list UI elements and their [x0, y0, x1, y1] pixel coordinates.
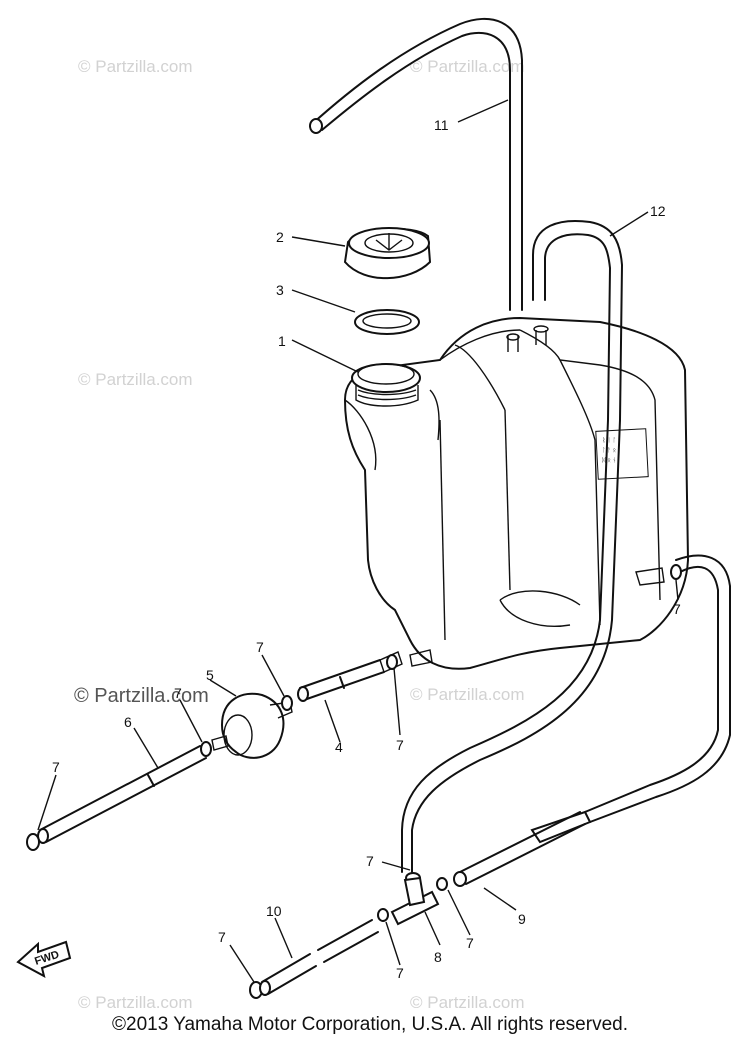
vent-hose-11: [309, 17, 523, 311]
callout-7: 7: [673, 601, 681, 617]
svg-text:ᛚ ᚨ ᛟ: ᛚ ᚨ ᛟ: [602, 447, 617, 454]
fuel-tank: ᚱ ᛁ ᛚ ᛚ ᚨ ᛟ ᛞ ᛟ ᚾ: [343, 316, 690, 670]
callout-7: 7: [52, 759, 60, 775]
watermark: © Partzilla.com: [410, 57, 525, 76]
callout-5: 5: [206, 667, 214, 683]
callout-7: 7: [366, 853, 374, 869]
fwd-arrow: FWD: [16, 940, 72, 978]
watermark: © Partzilla.com: [410, 685, 525, 704]
copyright-notice: ©2013 Yamaha Motor Corporation, U.S.A. A…: [112, 1014, 628, 1035]
hose-10: [259, 919, 379, 996]
callout-11: 11: [434, 117, 449, 133]
hose-12: [401, 220, 623, 873]
callout-8: 8: [434, 949, 442, 965]
svg-text:ᛞ ᛟ ᚾ: ᛞ ᛟ ᚾ: [602, 457, 616, 464]
watermark: © Partzilla.com: [410, 993, 525, 1012]
callout-7: 7: [396, 965, 404, 981]
callout-leaders: [37, 99, 679, 983]
clamps: [26, 564, 682, 999]
callout-1: 1: [278, 333, 286, 349]
fuel-filter: [211, 692, 293, 759]
svg-text:ᚱ ᛁ ᛚ: ᚱ ᛁ ᛚ: [602, 437, 616, 444]
callout-2: 2: [276, 229, 284, 245]
t-joint: [390, 876, 440, 926]
callout-7: 7: [174, 685, 182, 701]
watermark: © Partzilla.com: [78, 993, 193, 1012]
callout-3: 3: [276, 282, 284, 298]
callout-12: 12: [650, 203, 666, 219]
hose-4: [297, 651, 403, 702]
fuel-cap: [343, 227, 432, 280]
callout-7: 7: [256, 639, 264, 655]
watermark: © Partzilla.com: [74, 685, 209, 707]
callouts: 2 3 1 11 12 7 5 7 6 4 7 7 7 7 7 9 8 7 10…: [52, 117, 681, 981]
callout-9: 9: [518, 911, 526, 927]
hose-6: [37, 745, 207, 844]
return-hose: [453, 554, 731, 887]
callout-7: 7: [218, 929, 226, 945]
callout-10: 10: [266, 903, 282, 919]
watermark: © Partzilla.com: [78, 370, 193, 389]
watermark: © Partzilla.com: [78, 57, 193, 76]
gasket: [354, 309, 420, 335]
callout-7: 7: [466, 935, 474, 951]
callout-6: 6: [124, 714, 132, 730]
callout-7: 7: [396, 737, 404, 753]
callout-4: 4: [335, 739, 343, 755]
